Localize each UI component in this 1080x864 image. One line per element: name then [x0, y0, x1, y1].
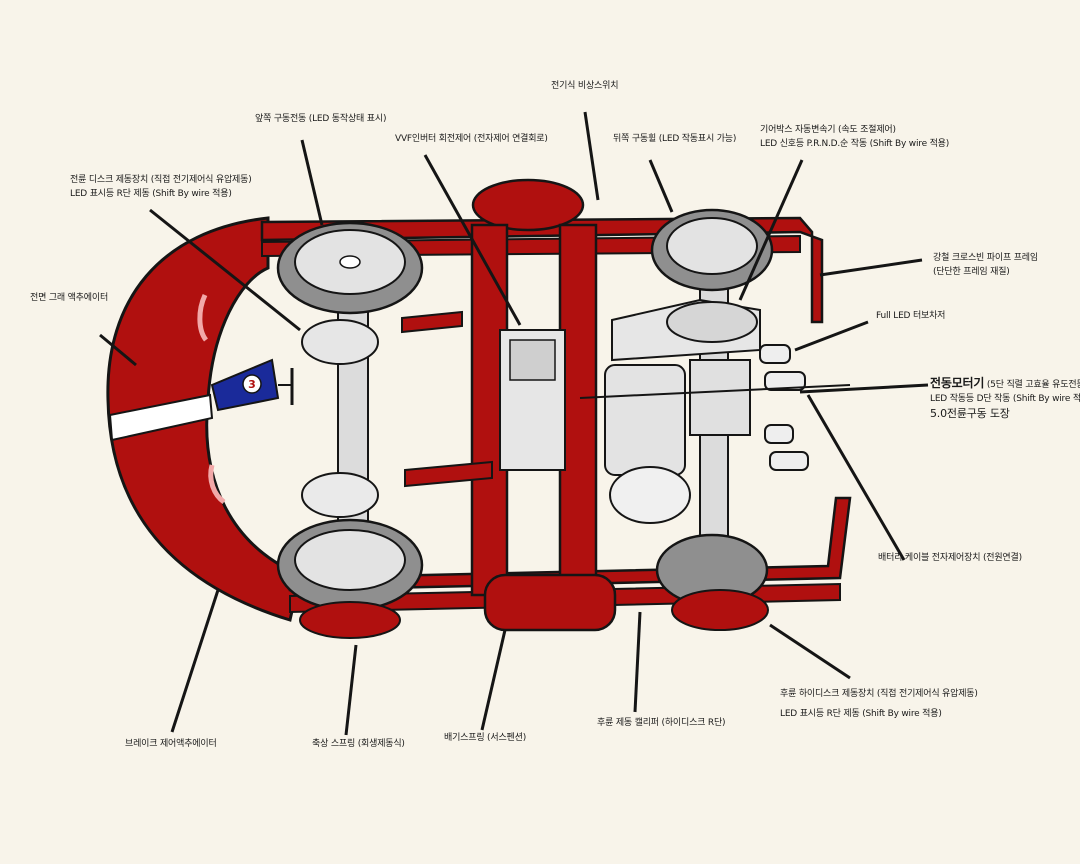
- label-inverter: VVF인버터 회전제어 (전자제어 연결회로): [395, 134, 548, 144]
- rear-axle-motor: [579, 208, 851, 631]
- label-rear-disc-brake: 후륜 하이디스크 제동장치 (직접 전기제어식 유압제동)LED 표시등 R단 …: [780, 689, 978, 719]
- front-red-bumper: [106, 216, 302, 622]
- center-spine: [470, 178, 617, 632]
- blue-number-badge: 3: [210, 358, 294, 412]
- label-front-disc-brake: 전륜 디스크 제동장치 (직접 전기제어식 유압제동)LED 표시등 R단 제동…: [70, 175, 252, 199]
- label-motor: 전동모터기 (5단 직렬 고효율 유도전동기 연결) LED 작동등 D단 작동…: [930, 376, 1080, 420]
- motor-housing: [604, 364, 686, 476]
- label-front-driveshaft: 앞쪽 구동전동 (LED 동작상태 표시): [255, 114, 387, 124]
- label-rear-caliper: 후륜 제동 캘리퍼 (하이디스크 R단): [597, 718, 726, 728]
- label-steel-frame: 강철 크로스빈 파이프 프레임(단단한 프레임 재질): [933, 253, 1038, 277]
- leader-lines: [99, 111, 929, 736]
- label-rear-drive-wheel: 뒤쪽 구동휠 (LED 작동표시 가능): [613, 134, 737, 144]
- label-battery-cable: 배터리 케이블 전자제어장치 (전원연결): [878, 553, 1022, 563]
- label-gearbox: 기어박스 자동변속기 (속도 조절제어)LED 신호등 P.R.N.D.순 작동…: [760, 125, 950, 149]
- label-emergency-switch: 전기식 비상스위치: [551, 81, 619, 91]
- label-brake-actuator: 브레이크 제어액추에이터: [125, 739, 217, 749]
- front-axle: [276, 221, 424, 639]
- label-exhaust: 배기스프링 (서스펜션): [444, 733, 527, 743]
- bumper-white-stripe: [108, 393, 214, 442]
- lower-arm: [404, 460, 493, 488]
- upper-arm: [401, 310, 463, 334]
- label-full-led: Full LED 터보차저: [876, 311, 946, 321]
- label-front-actuator: 전면 그래 액추에이터: [30, 293, 109, 303]
- badge-number: 3: [248, 378, 256, 391]
- label-axle-spring: 축상 스프링 (회생제동식): [312, 739, 405, 749]
